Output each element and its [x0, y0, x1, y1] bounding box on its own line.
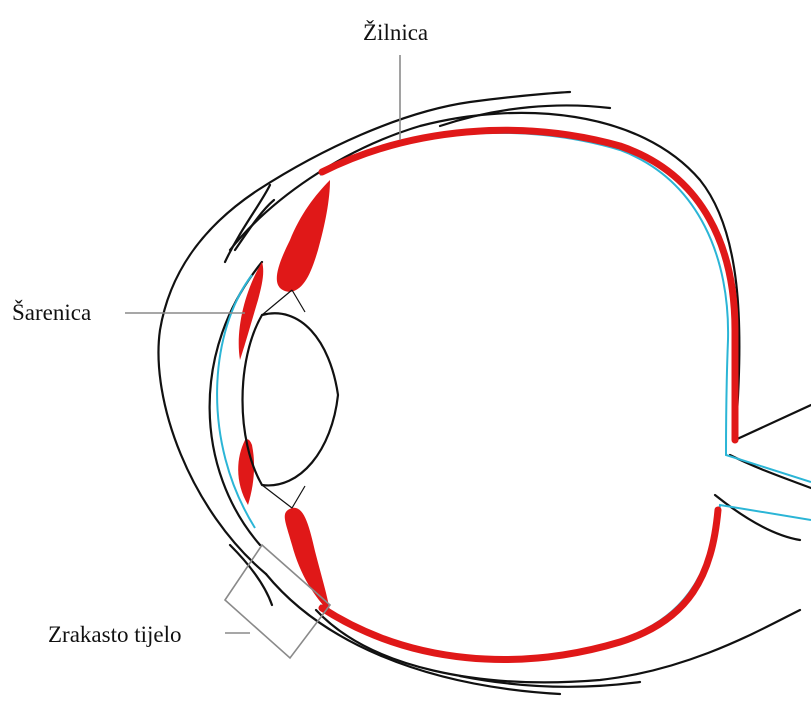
optic-nerve-top — [735, 405, 811, 440]
upper-flap-2 — [235, 200, 274, 250]
label-iris: Šarenica — [12, 299, 91, 325]
upper-flap-3 — [440, 105, 610, 126]
label-choroid: Žilnica — [363, 20, 428, 45]
choroid-band-top — [322, 130, 735, 440]
ligament-top-1 — [262, 290, 292, 315]
lens — [243, 313, 339, 485]
sclera-outer-bottom — [266, 574, 560, 694]
ciliary-body-bottom — [285, 508, 330, 612]
ligament-top-2 — [292, 290, 305, 312]
optic-nerve-bottom — [715, 495, 800, 540]
retina-line-bottom — [320, 505, 811, 658]
sclera-inner-outline — [316, 610, 800, 682]
label-ciliary-body: Zrakasto tijelo — [48, 622, 182, 647]
choroid-band-bottom — [322, 510, 718, 659]
ligament-bottom-1 — [262, 485, 292, 508]
sclera-outer-outline — [158, 92, 570, 574]
ligament-bottom-2 — [292, 486, 305, 508]
iris-bottom — [238, 439, 254, 505]
